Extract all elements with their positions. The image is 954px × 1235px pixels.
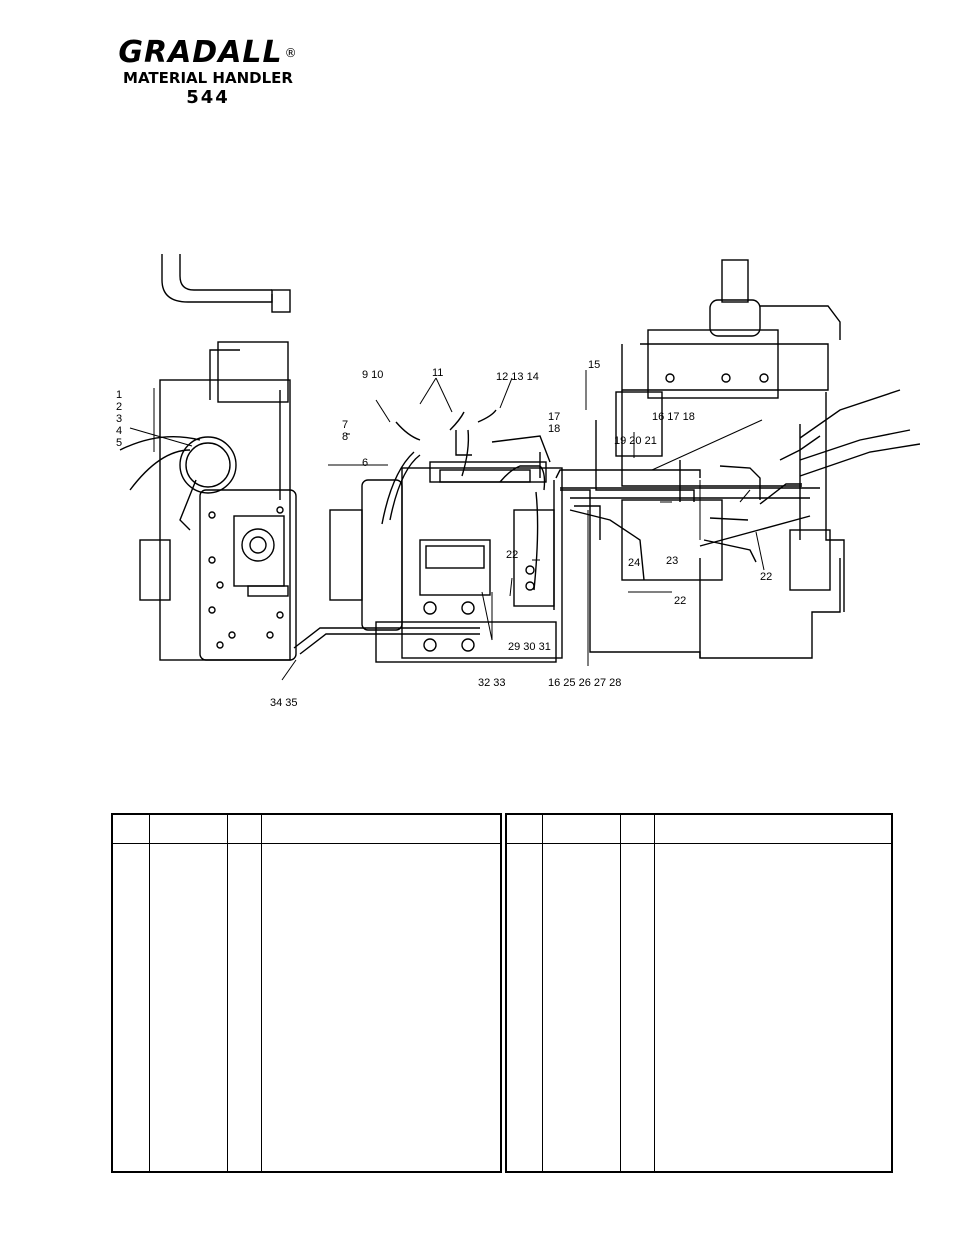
- column-divider: [654, 815, 655, 1171]
- callout-2: 2: [116, 401, 122, 413]
- callout-18: 18: [548, 423, 560, 435]
- registered-mark: ®: [284, 46, 298, 60]
- engine-end-view: [119, 254, 297, 661]
- parts-table-right: [505, 813, 893, 1173]
- brand-name: GRADALL®: [118, 35, 298, 70]
- callout-29-30-31: 29 30 31: [508, 641, 551, 653]
- callout-1: 1: [116, 389, 122, 401]
- callout-8: 8: [342, 431, 348, 443]
- callout-34-35: 34 35: [270, 697, 298, 709]
- callout-24: 24: [628, 557, 640, 569]
- callout-12-13-14: 12 13 14: [496, 371, 539, 383]
- parts-table-left: [111, 813, 502, 1173]
- product-subtitle: MATERIAL HANDLER: [123, 69, 293, 87]
- engine-hydraulics-illustration: 1 2 3 4 5 6 7 8 9 10 11 12 13 14 15 17 1…: [100, 240, 920, 720]
- model-number: 544: [186, 87, 230, 108]
- callout-19-20-21: 19 20 21: [614, 435, 657, 447]
- engine-side-view: [539, 259, 920, 659]
- callout-16-25-26-27-28: 16 25 26 27 28: [548, 677, 621, 689]
- callout-3: 3: [116, 413, 122, 425]
- callout-23: 23: [666, 555, 678, 567]
- callout-4: 4: [116, 425, 122, 437]
- column-divider: [227, 815, 228, 1171]
- callout-22-b: 22: [760, 571, 772, 583]
- parts-table-left-header: [113, 815, 500, 844]
- column-divider: [261, 815, 262, 1171]
- callout-17: 17: [548, 411, 560, 423]
- callout-16-17-18: 16 17 18: [652, 411, 695, 423]
- column-divider: [149, 815, 150, 1171]
- transmission-assembly: [293, 409, 563, 663]
- callout-9-10: 9 10: [362, 369, 383, 381]
- column-divider: [542, 815, 543, 1171]
- column-divider: [620, 815, 621, 1171]
- parts-table-right-header: [507, 815, 891, 844]
- callout-32-33: 32 33: [478, 677, 506, 689]
- callout-6: 6: [362, 457, 368, 469]
- callout-5: 5: [116, 437, 122, 449]
- leader-lines: [129, 370, 765, 681]
- callout-7: 7: [342, 419, 348, 431]
- callout-22-a: 22: [506, 549, 518, 561]
- callout-22-c: 22: [674, 595, 686, 607]
- callout-15: 15: [588, 359, 600, 371]
- gradall-logo: GRADALL® MATERIAL HANDLER 544: [108, 36, 308, 109]
- callout-11: 11: [432, 367, 443, 379]
